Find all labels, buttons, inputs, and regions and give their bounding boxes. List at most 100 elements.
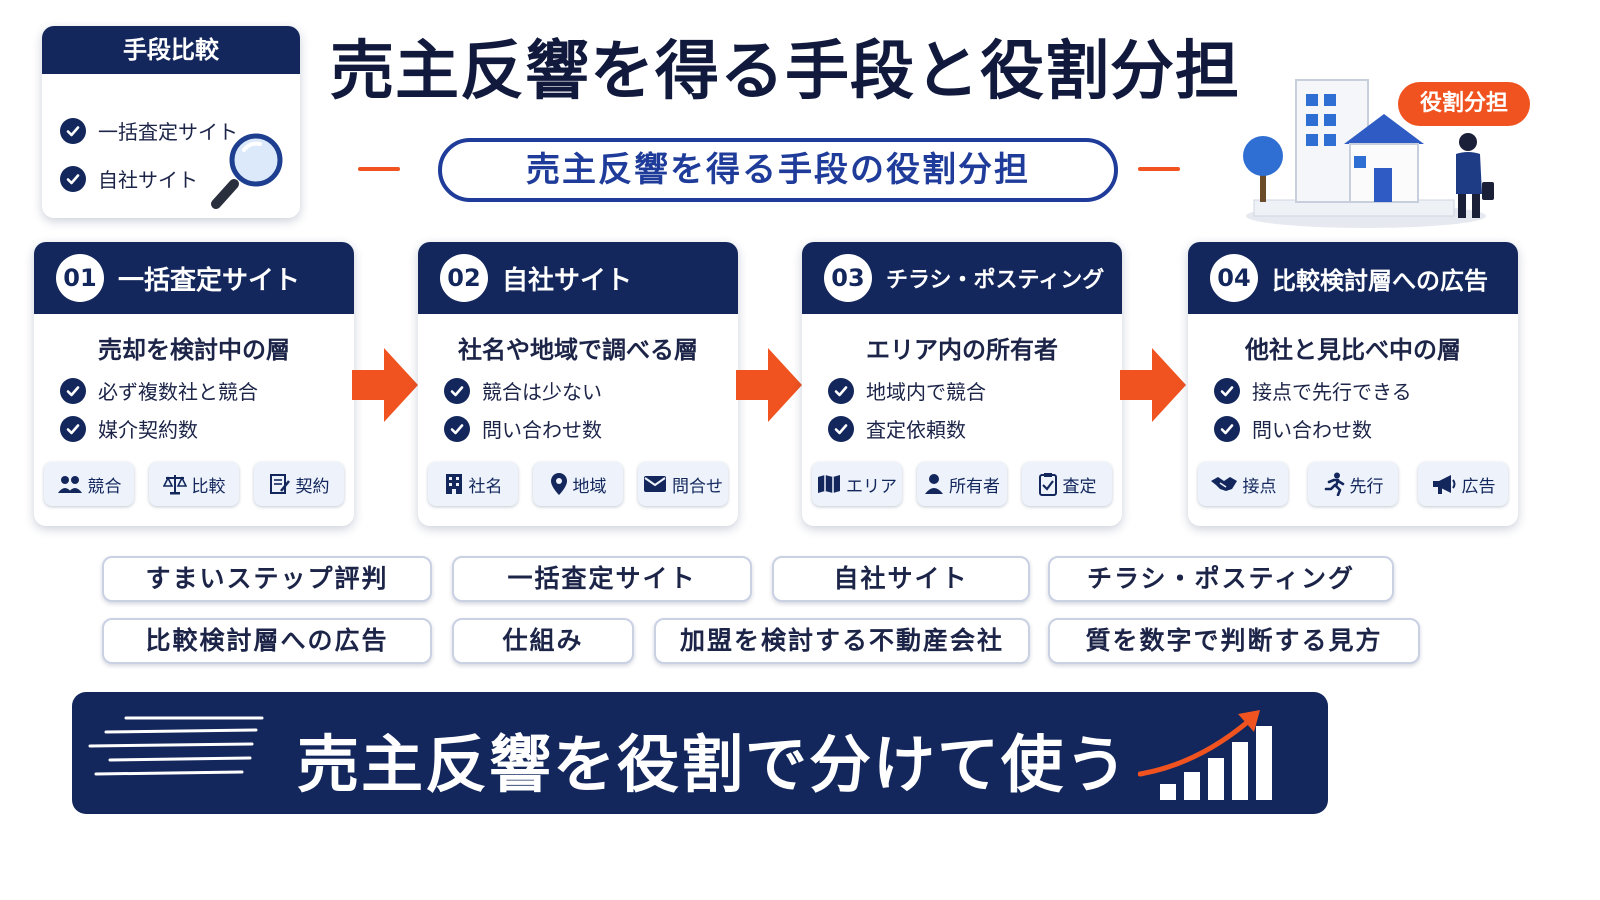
check-icon: [1214, 415, 1240, 442]
magnifier-icon: [211, 133, 283, 209]
card-bullet: 接点で先行できる: [1214, 376, 1412, 405]
card-title: 自社サイト: [502, 265, 633, 296]
check-icon: [828, 415, 854, 442]
card-audience: エリア内の所有者: [866, 336, 1058, 364]
topic-tag[interactable]: 質を数字で判断する見方: [1048, 618, 1420, 664]
chip-label: 競合: [87, 476, 122, 497]
card-bullet-label: 問い合わせ数: [482, 418, 602, 442]
method-card-3: 03 チラシ・ポスティング エリア内の所有者 地域内で競合 査定依頼数 エリア …: [802, 242, 1122, 526]
chip: 査定: [1022, 462, 1112, 506]
chip: 社名: [428, 462, 518, 506]
card-title: チラシ・ポスティング: [886, 268, 1105, 293]
card-bullet: 問い合わせ数: [444, 414, 602, 443]
card-audience: 他社と見比べ中の層: [1245, 336, 1461, 364]
comparison-item: 一括査定サイト: [60, 116, 238, 145]
card-bullet: 必ず複数社と競合: [60, 376, 258, 405]
check-icon: [1214, 377, 1240, 404]
chip: 所有者: [917, 462, 1007, 506]
card-header: 01 一括査定サイト: [34, 242, 354, 314]
map-icon: [818, 475, 840, 493]
topic-tag[interactable]: チラシ・ポスティング: [1048, 556, 1394, 602]
chip-label: 問合せ: [672, 476, 723, 497]
card-bullet-label: 問い合わせ数: [1252, 418, 1372, 442]
chip-label: エリア: [846, 476, 897, 497]
card-header: 03 チラシ・ポスティング: [802, 242, 1122, 314]
card-header: 04 比較検討層への広告: [1188, 242, 1518, 314]
person-icon: [925, 474, 943, 494]
chip: 競合: [44, 462, 134, 506]
check-icon: [60, 377, 86, 404]
chip-label: 地域: [572, 476, 607, 497]
map-pin-icon: [550, 473, 567, 495]
card-number: 01: [56, 254, 104, 302]
chip: 接点: [1198, 462, 1288, 506]
topic-tag[interactable]: 加盟を検討する不動産会社: [654, 618, 1030, 664]
card-bullet: 査定依頼数: [828, 414, 966, 443]
chip-label: 広告: [1461, 476, 1496, 497]
card-chips: 接点 先行 広告: [1198, 462, 1508, 506]
method-comparison-title: 手段比較: [42, 26, 300, 74]
method-card-1: 01 一括査定サイト 売却を検討中の層 必ず複数社と競合 媒介契約数 競合 比較…: [34, 242, 354, 526]
card-bullet-label: 媒介契約数: [98, 418, 198, 442]
topic-tag[interactable]: 比較検討層への広告: [102, 618, 432, 664]
card-header: 02 自社サイト: [418, 242, 738, 314]
flow-arrow-icon: [736, 348, 802, 422]
clipboard-icon: [1038, 473, 1057, 496]
topic-tag[interactable]: 自社サイト: [772, 556, 1030, 602]
card-chips: 競合 比較 契約: [44, 462, 344, 506]
chip: 地域: [533, 462, 623, 506]
subtitle-pill: 売主反響を得る手段の役割分担: [438, 138, 1118, 202]
comparison-item: 自社サイト: [60, 164, 198, 193]
handshake-icon: [1210, 477, 1237, 491]
chip: 先行: [1308, 462, 1398, 506]
card-bullet: 競合は少ない: [444, 376, 602, 405]
card-bullet-label: 競合は少ない: [482, 380, 602, 404]
flow-arrow-icon: [352, 348, 418, 422]
topic-tag[interactable]: 仕組み: [452, 618, 634, 664]
chip-label: 所有者: [949, 476, 1000, 497]
card-audience: 売却を検討中の層: [98, 336, 290, 364]
card-chips: 社名 地域 問合せ: [428, 462, 728, 506]
card-title: 一括査定サイト: [118, 265, 301, 296]
chip: エリア: [812, 462, 902, 506]
check-icon: [444, 377, 470, 404]
card-chips: エリア 所有者 査定: [812, 462, 1112, 506]
chip: 比較: [149, 462, 239, 506]
card-number: 04: [1210, 254, 1258, 302]
check-icon: [60, 165, 86, 192]
divider-left: [358, 167, 400, 171]
divider-right: [1138, 167, 1180, 171]
scale-icon: [162, 475, 187, 495]
conclusion-text: 売主反響を役割で分けて使う: [297, 728, 1130, 801]
card-number: 02: [440, 254, 488, 302]
card-bullet-label: 査定依頼数: [866, 418, 966, 442]
topic-tag[interactable]: すまいステップ評判: [102, 556, 432, 602]
card-bullet: 地域内で競合: [828, 376, 986, 405]
check-icon: [60, 415, 86, 442]
chip-label: 査定: [1062, 476, 1097, 497]
chip: 広告: [1418, 462, 1508, 506]
megaphone-icon: [1432, 475, 1455, 494]
chip: 問合せ: [638, 462, 728, 506]
people-icon: [57, 476, 82, 493]
method-comparison-card: 手段比較 一括査定サイト 自社サイト: [42, 26, 300, 218]
chip-label: 接点: [1242, 476, 1277, 497]
topic-tag[interactable]: 一括査定サイト: [452, 556, 752, 602]
chip-label: 先行: [1349, 476, 1384, 497]
card-bullet: 媒介契約数: [60, 414, 198, 443]
page-title: 売主反響を得る手段と役割分担: [330, 35, 1240, 109]
comparison-item-label: 一括査定サイト: [98, 120, 238, 144]
check-icon: [60, 117, 86, 144]
card-title: 比較検討層への広告: [1272, 266, 1488, 295]
growth-chart-icon: [1138, 710, 1272, 800]
card-bullet-label: 地域内で競合: [866, 380, 986, 404]
method-card-4: 04 比較検討層への広告 他社と見比べ中の層 接点で先行できる 問い合わせ数 接…: [1188, 242, 1518, 526]
flow-arrow-icon: [1120, 348, 1186, 422]
contract-icon: [269, 474, 290, 494]
chip: 契約: [254, 462, 344, 506]
card-bullet-label: 接点で先行できる: [1252, 380, 1412, 404]
card-number: 03: [824, 254, 872, 302]
card-audience: 社名や地域で調べる層: [458, 336, 698, 364]
chip-label: 社名: [468, 476, 503, 497]
chip-label: 比較: [191, 476, 226, 497]
